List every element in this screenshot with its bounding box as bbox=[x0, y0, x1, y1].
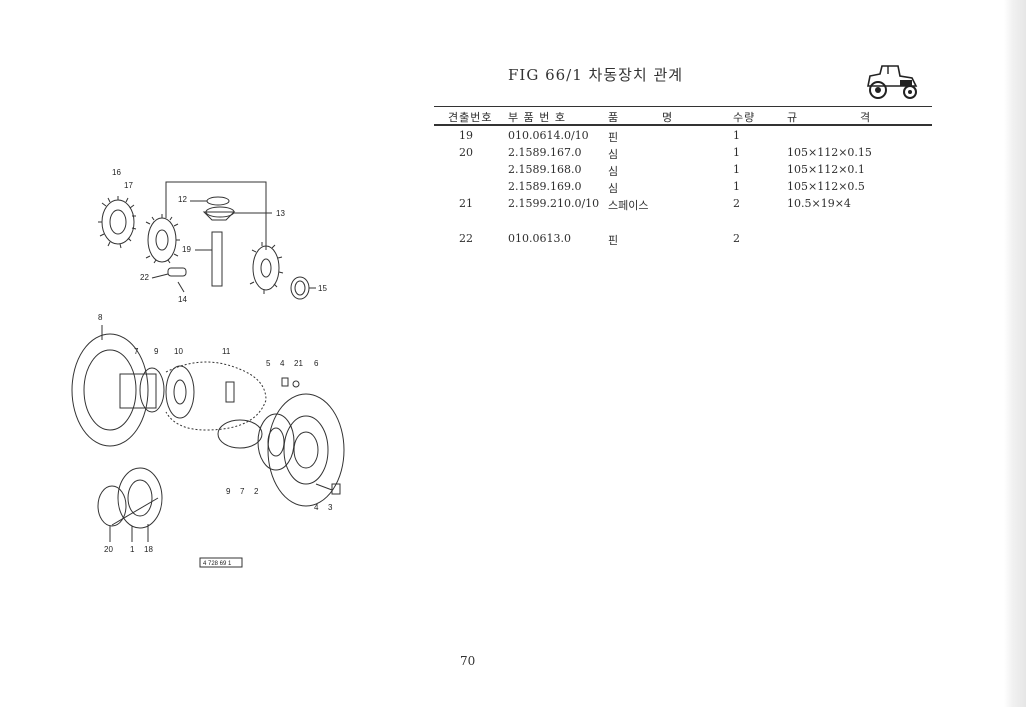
cell-ref: 21 bbox=[459, 197, 473, 210]
header-rule-bottom bbox=[434, 124, 932, 126]
col-header-spec: 규 bbox=[787, 111, 799, 124]
callout-label: 4 bbox=[314, 503, 319, 512]
callout-label: 7 bbox=[134, 347, 139, 356]
cell-part: 2.1589.167.0 bbox=[508, 146, 582, 159]
callout-label: 1 bbox=[130, 545, 135, 554]
callout-label: 15 bbox=[318, 284, 327, 293]
cell-part: 2.1599.210.0/10 bbox=[508, 197, 600, 210]
callout-label: 14 bbox=[178, 295, 187, 304]
cell-part: 010.0613.0 bbox=[508, 232, 571, 245]
callout-label: 22 bbox=[140, 273, 149, 282]
callout-label: 9 bbox=[154, 347, 159, 356]
cell-part: 010.0614.0/10 bbox=[508, 129, 589, 142]
header-rule-top bbox=[434, 106, 932, 107]
col-header-ref: 견출번호 bbox=[448, 111, 493, 124]
cell-part: 2.1589.168.0 bbox=[508, 163, 582, 176]
page-title: FIG 66/1 차동장치 관계 bbox=[508, 66, 684, 84]
callout-label: 11 bbox=[222, 347, 231, 356]
cell-qty: 1 bbox=[733, 180, 740, 193]
cell-spec: 10.5×19×4 bbox=[787, 197, 851, 210]
callout-label: 10 bbox=[174, 347, 183, 356]
cell-name: 심 bbox=[608, 148, 619, 161]
cell-qty: 1 bbox=[733, 146, 740, 159]
cell-name: 핀 bbox=[608, 234, 619, 247]
scan-edge bbox=[1004, 0, 1026, 707]
cell-qty: 1 bbox=[733, 129, 740, 142]
callout-label: 4 bbox=[280, 359, 285, 368]
diagram-ref-code: 4 728 69 1 bbox=[203, 561, 232, 567]
cell-qty: 2 bbox=[733, 197, 740, 210]
callout-label: 3 bbox=[328, 503, 333, 512]
callout-label: 8 bbox=[98, 313, 103, 322]
col-header-part: 부 품 번 호 bbox=[508, 111, 566, 124]
callout-label: 7 bbox=[240, 487, 245, 496]
callout-label: 2 bbox=[254, 487, 259, 496]
cell-ref: 19 bbox=[459, 129, 473, 142]
callout-label: 5 bbox=[266, 359, 271, 368]
col-header-qty: 수량 bbox=[733, 111, 756, 124]
cell-ref: 22 bbox=[459, 232, 473, 245]
callout-label: 6 bbox=[314, 359, 319, 368]
col-header-spec-2: 격 bbox=[860, 111, 872, 124]
cell-spec: 105×112×0.5 bbox=[787, 180, 865, 193]
cell-qty: 2 bbox=[733, 232, 740, 245]
exploded-parts-diagram: 16 17 12 13 19 22 14 15 8 7 9 10 11 5 4 … bbox=[71, 168, 345, 568]
cell-ref: 20 bbox=[459, 146, 473, 159]
cell-name: 핀 bbox=[608, 131, 619, 144]
callout-label: 13 bbox=[276, 209, 285, 218]
cell-name: 심 bbox=[608, 182, 619, 195]
callout-label: 18 bbox=[144, 545, 153, 554]
callout-label: 12 bbox=[178, 195, 187, 204]
callout-label: 19 bbox=[182, 245, 191, 254]
cell-spec: 105×112×0.1 bbox=[787, 163, 865, 176]
callout-label: 17 bbox=[124, 181, 133, 190]
col-header-name: 품 bbox=[608, 111, 620, 124]
callout-label: 16 bbox=[112, 168, 121, 177]
callout-label: 9 bbox=[226, 487, 231, 496]
cell-part: 2.1589.169.0 bbox=[508, 180, 582, 193]
cell-qty: 1 bbox=[733, 163, 740, 176]
page-number: 70 bbox=[460, 654, 476, 668]
callout-label: 20 bbox=[104, 545, 113, 554]
cell-name: 스페이스 bbox=[608, 199, 649, 212]
cell-spec: 105×112×0.15 bbox=[787, 146, 872, 159]
tractor-icon bbox=[867, 65, 918, 99]
callout-label: 21 bbox=[294, 359, 303, 368]
cell-name: 심 bbox=[608, 165, 619, 178]
col-header-name-2: 명 bbox=[662, 111, 674, 124]
